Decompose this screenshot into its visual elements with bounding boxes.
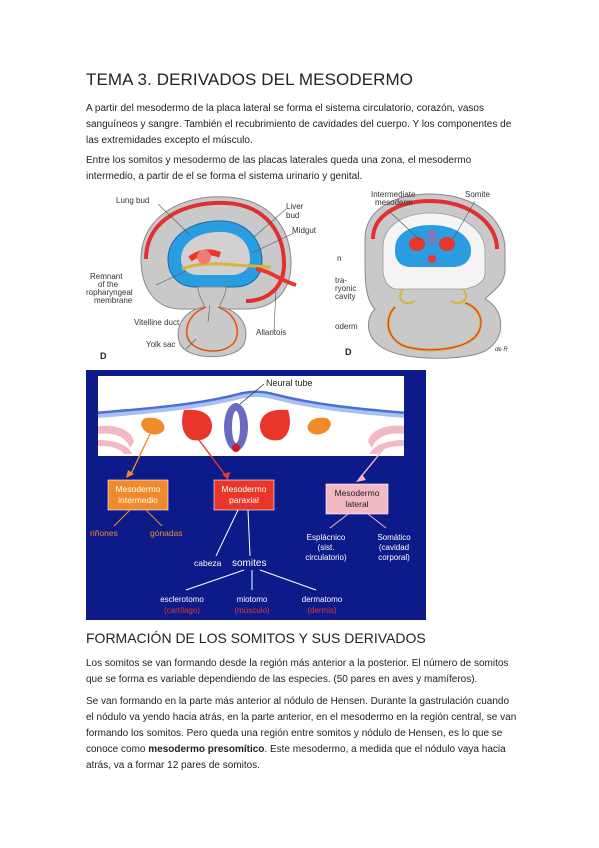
- label-vitelline-duct: Vitelline duct: [134, 318, 180, 327]
- label-n: n: [337, 254, 341, 263]
- label-somites: somites: [232, 558, 266, 569]
- paragraph-text-b: . Este mesodermo, a medida que el nódulo…: [86, 744, 506, 771]
- label-esplacnico: Esplácnico: [307, 533, 346, 542]
- label-rinones: riñones: [90, 528, 118, 538]
- label-dermatomo: dermatomo: [302, 595, 343, 604]
- label-membrane: membrane: [94, 296, 133, 305]
- label-bud: bud: [286, 211, 299, 220]
- label-of-the: of the: [98, 280, 119, 289]
- presomitic-mesoderm-paragraph: Se van formando en la parte más anterior…: [86, 694, 518, 774]
- box-intermediate-line1: Mesodermo: [116, 484, 161, 494]
- label-cavidad: (cavidad: [379, 543, 409, 552]
- intermediate-mesoderm-paragraph: Entre los somitos y mesodermo de las pla…: [86, 155, 472, 182]
- label-ryonic: ryonic: [335, 284, 356, 293]
- label-oderm: oderm: [335, 322, 358, 331]
- box-paraxial-line1: Mesodermo: [222, 484, 267, 494]
- bold-term: mesodermo presomítico: [148, 744, 265, 755]
- label-neural-tube: Neural tube: [266, 378, 313, 388]
- embryo-transverse-figure: Intermediate mesoderm Somite n tra- ryon…: [335, 189, 515, 363]
- label-corporal: corporal): [378, 553, 410, 562]
- label-circulatorio: circulatorio): [305, 553, 347, 562]
- label-esclerotomo: esclerotomo: [160, 595, 204, 604]
- embryo-sagittal-figure: Lung bud Liver bud Midgut Remnant of the…: [86, 189, 334, 363]
- label-somite: Somite: [465, 190, 490, 199]
- label-liver: Liver: [286, 202, 304, 211]
- panel-letter-right: D: [345, 347, 352, 357]
- label-intraembryonic: tra-: [335, 276, 347, 285]
- paragraph-text-a: Se van formando en la parte más anterior…: [86, 696, 517, 755]
- label-intermediate: Intermediate: [371, 190, 416, 199]
- box-lateral-line1: Mesodermo: [335, 488, 380, 498]
- section-heading: FORMACIÓN DE LOS SOMITOS Y SUS DERIVADOS: [86, 630, 426, 646]
- box-lateral-line2: lateral: [345, 499, 368, 509]
- label-remnant: Remnant: [90, 272, 123, 281]
- signature: de R: [495, 347, 508, 353]
- mesoderm-derivatives-diagram: Neural tube Mesodermo intermedio Mesoder…: [86, 370, 426, 620]
- somites-formation-paragraph: Los somitos se van formando desde la reg…: [86, 658, 509, 685]
- label-midgut: Midgut: [292, 226, 317, 235]
- box-paraxial-line2: paraxial: [229, 495, 259, 505]
- label-gonadas: gónadas: [150, 528, 183, 538]
- label-musculo: (músculo): [234, 606, 269, 615]
- label-oropharyngeal: ropharyngeal: [86, 288, 133, 297]
- label-cartilago: (cartílago): [164, 606, 200, 615]
- label-somatico: Somático: [377, 533, 411, 542]
- label-allantois: Allantois: [256, 328, 286, 337]
- intro-paragraph: A partir del mesodermo de la placa later…: [86, 103, 512, 146]
- label-miotomo: miotomo: [237, 595, 268, 604]
- box-intermediate-line2: intermedio: [118, 495, 158, 505]
- label-dermis: (dermis): [307, 606, 337, 615]
- page-title: TEMA 3. DERIVADOS DEL MESODERMO: [86, 70, 414, 89]
- label-lung-bud: Lung bud: [116, 196, 149, 205]
- label-mesoderm: mesoderm: [375, 198, 413, 207]
- label-cavity: cavity: [335, 292, 355, 301]
- label-sist: (sist.: [318, 543, 335, 552]
- panel-letter: D: [100, 351, 107, 361]
- label-yolk-sac: Yolk sac: [146, 340, 176, 349]
- label-cabeza: cabeza: [194, 558, 222, 568]
